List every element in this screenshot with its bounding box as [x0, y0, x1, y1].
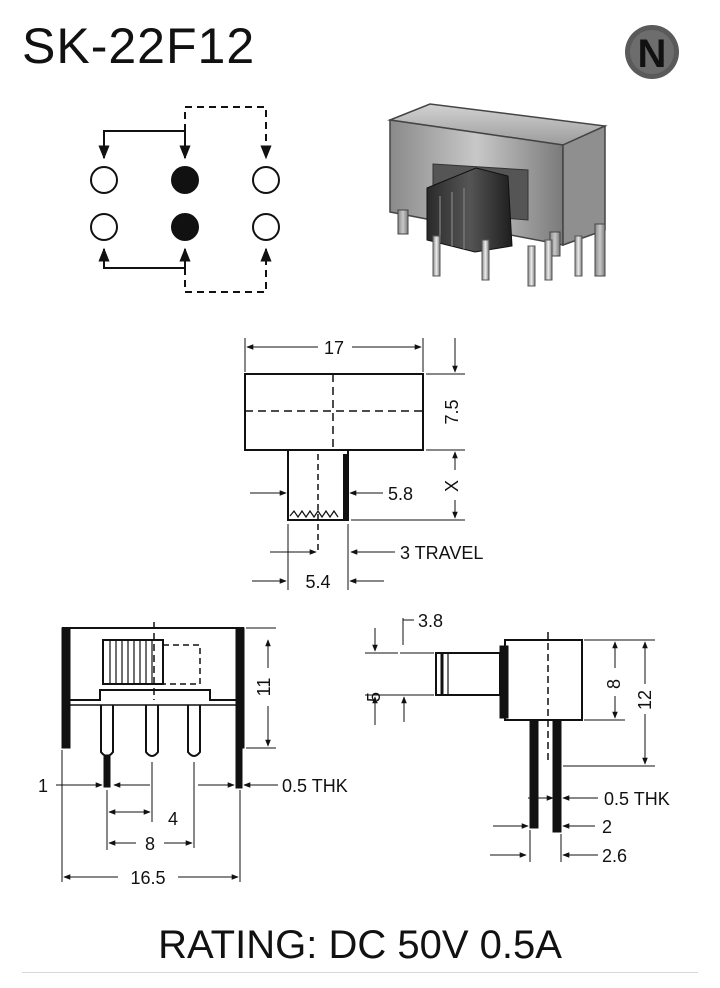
top-view [244, 338, 465, 590]
dim-height-11: 11 [254, 678, 274, 697]
side-view [365, 618, 655, 862]
dim-travel: 3 TRAVEL [400, 543, 483, 563]
front-view [56, 622, 278, 882]
contact-terminal [90, 213, 118, 241]
dim-body-8: 8 [604, 679, 624, 689]
dim-pitch-4: 4 [168, 809, 178, 829]
contact-terminal [252, 213, 280, 241]
dim-width-17: 17 [324, 338, 344, 358]
footer-divider [22, 972, 698, 973]
dim-offset-5-4: 5.4 [305, 572, 330, 592]
dim-width-16-5: 16.5 [130, 868, 165, 888]
dim-actuator-3-8: 3.8 [418, 611, 443, 631]
rating-label: RATING: DC 50V 0.5A [158, 923, 562, 967]
dim-total-12: 12 [635, 690, 655, 710]
circuit-schematic [90, 106, 280, 293]
dim-thickness-front: 0.5 THK [282, 776, 348, 796]
dim-pin-1: 1 [38, 776, 48, 796]
dim-actuator-x: X [442, 480, 462, 492]
dim-height-7-5: 7.5 [442, 399, 462, 424]
dim-pin-2-6: 2.6 [602, 846, 627, 866]
brand-logo: N [625, 25, 679, 79]
logo-letter: N [638, 32, 667, 76]
dim-span-8: 8 [145, 834, 155, 854]
contact-terminal [90, 166, 118, 194]
dim-pin-2: 2 [602, 817, 612, 837]
dim-thickness-side: 0.5 THK [604, 789, 670, 809]
contact-terminal [252, 166, 280, 194]
dim-actuator-5-8: 5.8 [388, 484, 413, 504]
part-number-title: SK-22F12 [22, 18, 256, 74]
product-photo [387, 103, 608, 287]
dim-actuator-5: 5 [364, 692, 384, 702]
common-terminal [171, 213, 199, 241]
common-terminal [171, 166, 199, 194]
